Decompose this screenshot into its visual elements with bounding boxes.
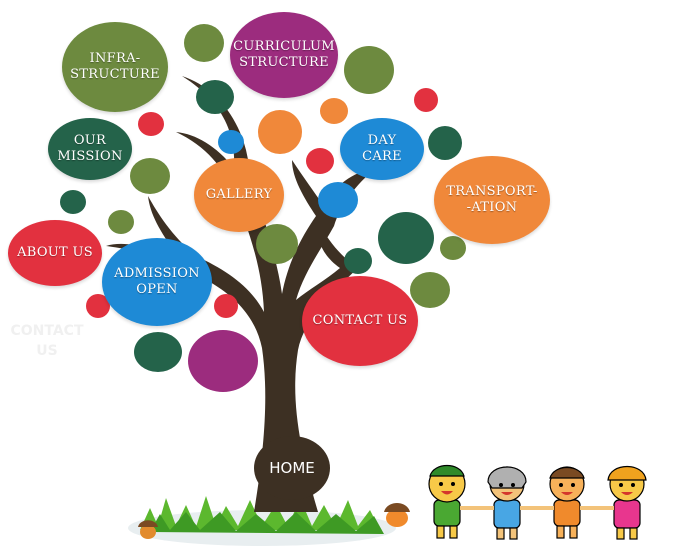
home-button[interactable]: HOME bbox=[254, 436, 330, 500]
decor-dot bbox=[188, 330, 258, 392]
kids-holding-hands-illustration bbox=[428, 464, 647, 540]
decor-dot bbox=[134, 332, 182, 372]
decor-dot bbox=[440, 236, 466, 260]
menu-admission-open[interactable]: ADMISSION OPEN bbox=[102, 238, 212, 326]
decor-dot bbox=[414, 88, 438, 112]
decor-dot bbox=[428, 126, 462, 160]
decor-dot bbox=[320, 98, 348, 124]
decor-dot bbox=[196, 80, 234, 114]
decor-dot bbox=[184, 24, 224, 62]
menu-day-care[interactable]: DAY CARE bbox=[340, 118, 424, 180]
menu-transportation[interactable]: TRANSPORT- -ATION bbox=[434, 156, 550, 244]
decor-dot bbox=[256, 224, 298, 264]
menu-curriculum-structure[interactable]: CURRICULUM STRUCTURE bbox=[230, 12, 338, 98]
decor-dot bbox=[410, 272, 450, 308]
acorn-icon bbox=[384, 503, 410, 527]
decor-dot bbox=[60, 190, 86, 214]
decor-dot bbox=[258, 110, 302, 154]
menu-contact-us[interactable]: CONTACT US bbox=[302, 276, 418, 366]
menu-our-mission[interactable]: OUR MISSION bbox=[48, 118, 132, 180]
decor-dot bbox=[344, 46, 394, 94]
decor-dot bbox=[344, 248, 372, 274]
decor-dot bbox=[138, 112, 164, 136]
decor-dot bbox=[378, 212, 434, 264]
decor-dot bbox=[318, 182, 358, 218]
menu-about-us[interactable]: ABOUT US bbox=[8, 220, 102, 286]
decor-dot bbox=[108, 210, 134, 234]
contact-us-faded-link[interactable]: CONTACT US bbox=[10, 323, 84, 359]
menu-infrastructure[interactable]: INFRA- STRUCTURE bbox=[62, 22, 168, 112]
decor-dot bbox=[218, 130, 244, 154]
acorn-icon bbox=[138, 520, 158, 539]
menu-gallery[interactable]: GALLERY bbox=[194, 158, 284, 232]
decor-dot bbox=[130, 158, 170, 194]
decor-dot bbox=[306, 148, 334, 174]
decor-dot bbox=[214, 294, 238, 318]
